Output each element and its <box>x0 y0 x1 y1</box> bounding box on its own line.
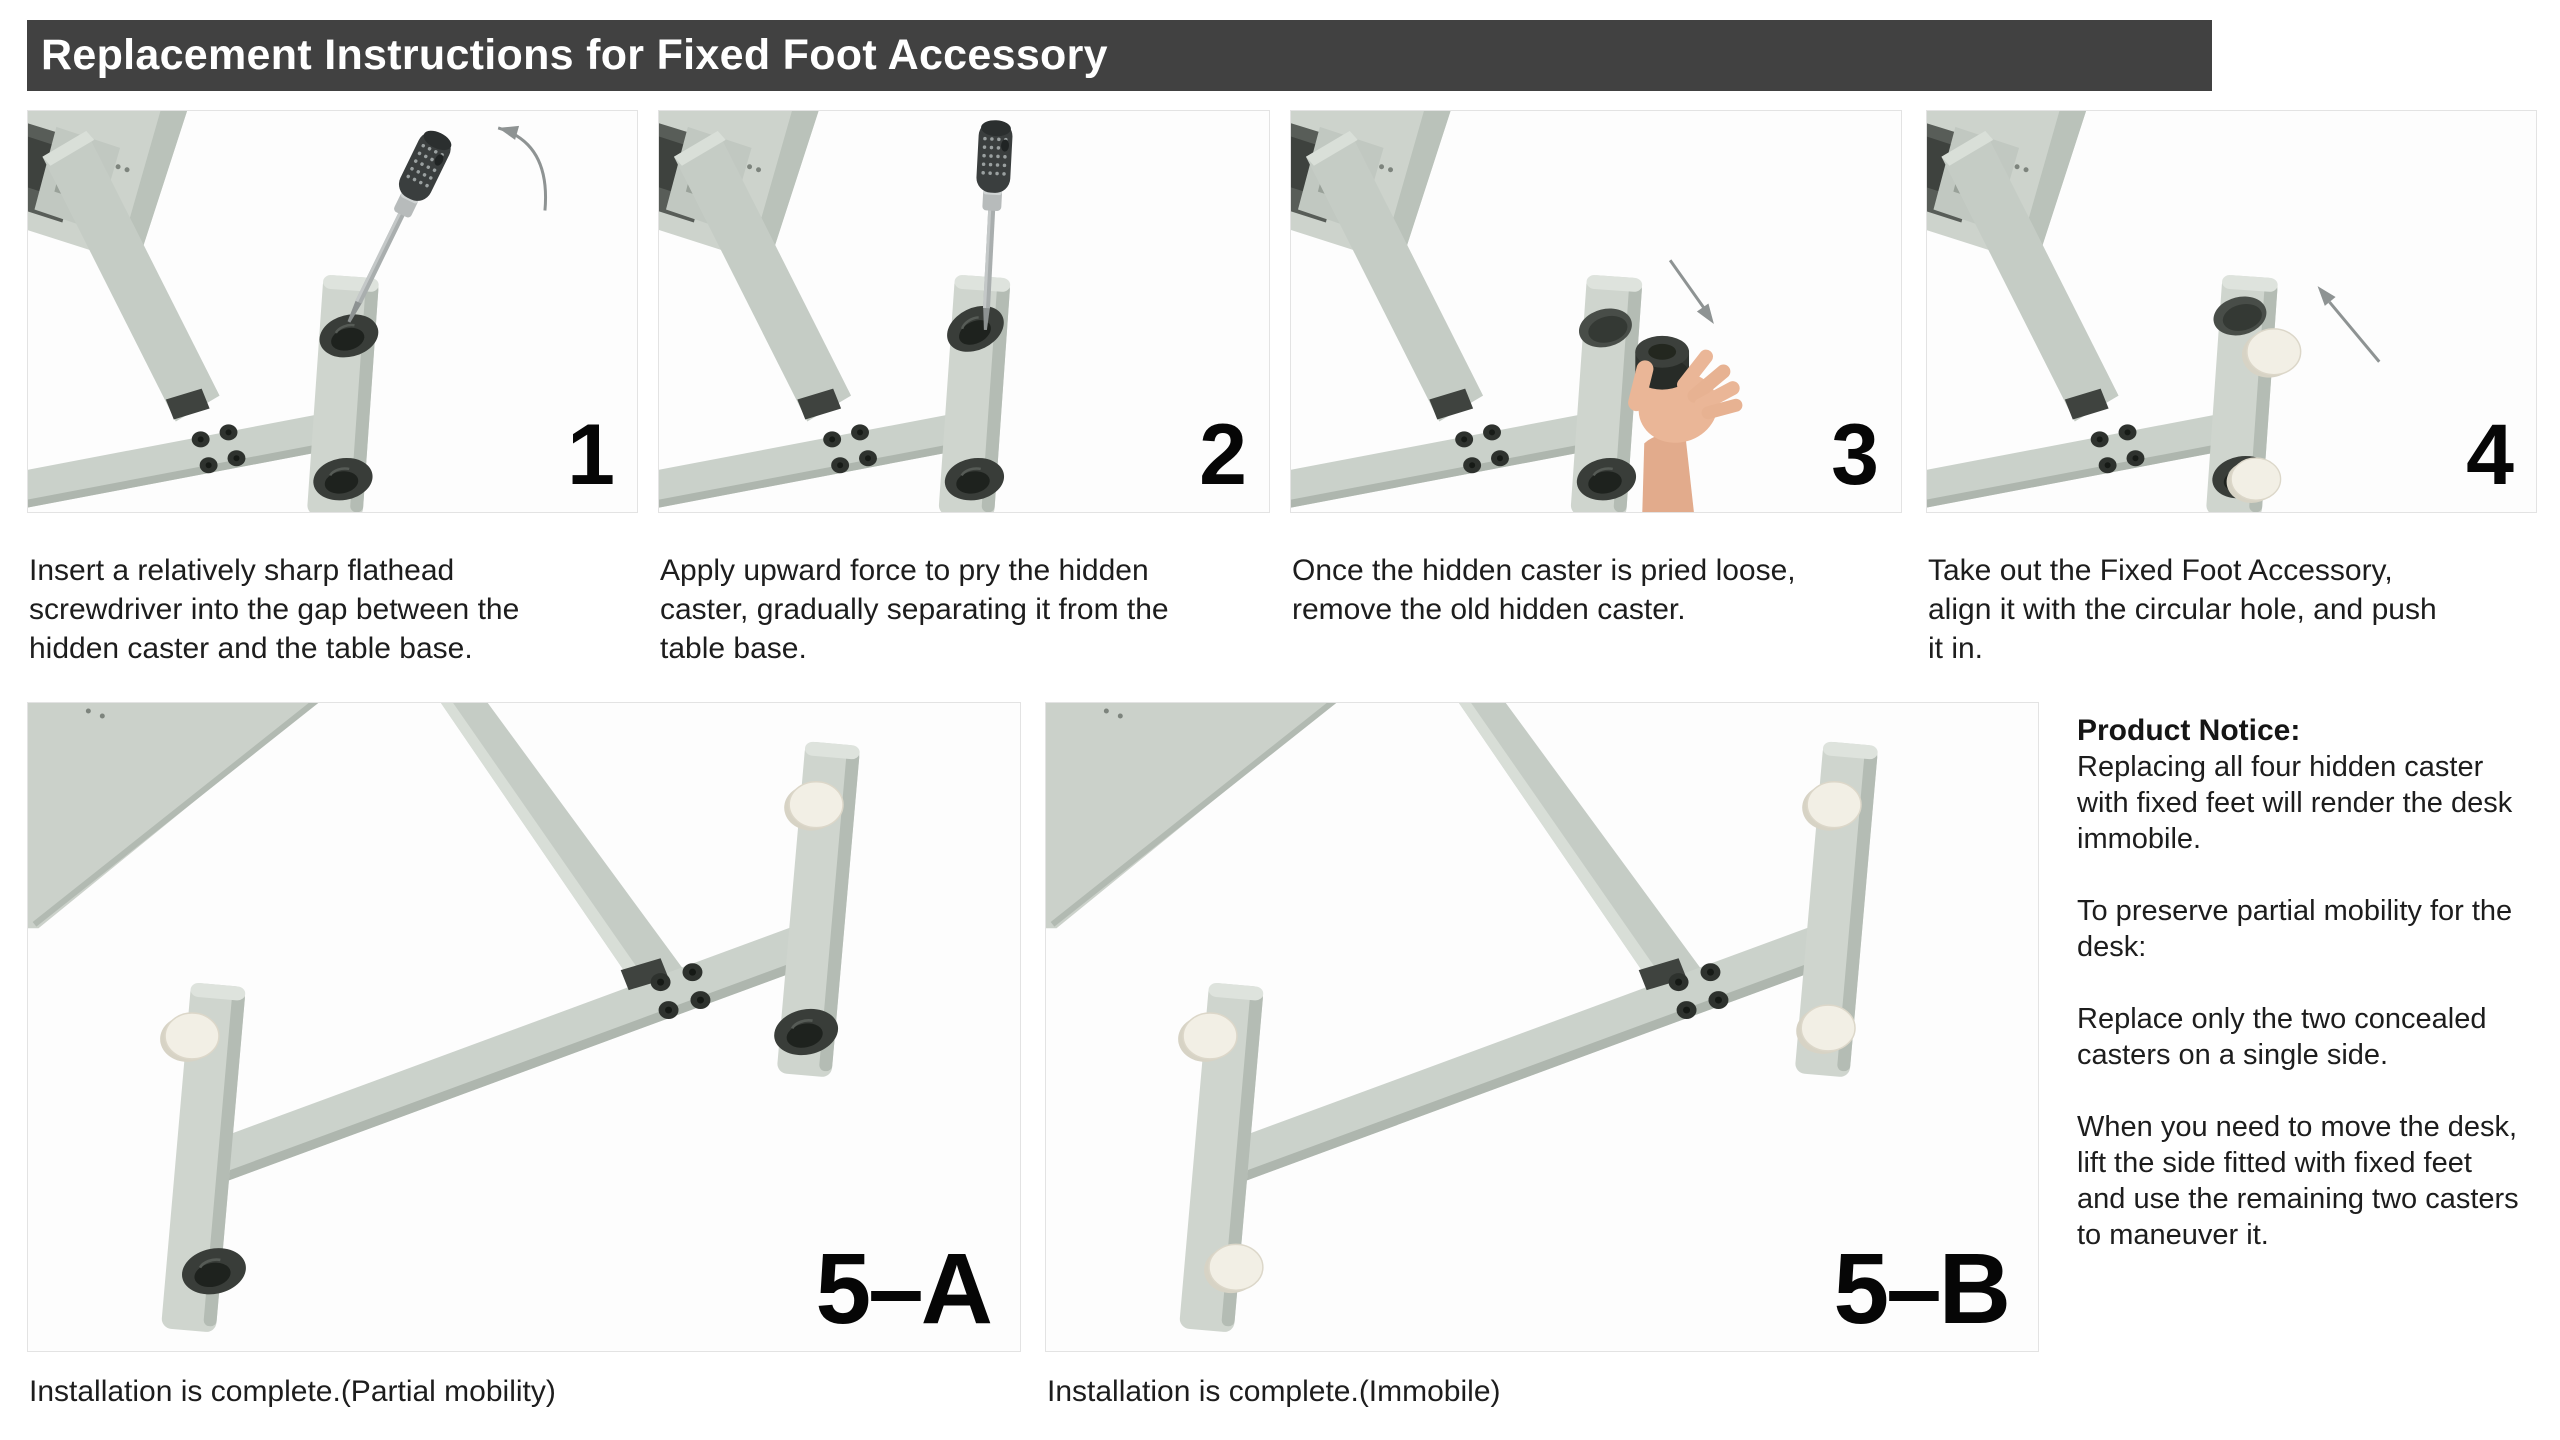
step-panel-2: 2 <box>658 110 1270 513</box>
desk-leg-frame <box>1046 703 1878 1333</box>
step-caption-2: Apply upward force to pry the hidden cas… <box>660 554 1169 665</box>
direction-arrow <box>1668 259 1706 309</box>
curved-arrow-head <box>498 125 520 140</box>
direction-arrow <box>2328 301 2381 363</box>
desk-leg-frame <box>28 703 860 1333</box>
product-notice-paragraph-4: When you need to move the desk, lift the… <box>2077 1111 2519 1251</box>
step-caption-1: Insert a relatively sharp flathead screw… <box>29 554 520 665</box>
desk-leg-frame <box>659 111 1011 512</box>
product-notice-paragraph-1: Replacing all four hidden caster with fi… <box>2077 751 2513 855</box>
step-panel-4: 4 <box>1926 110 2537 513</box>
result-number: 5–A <box>815 1233 993 1345</box>
title-bar: Replacement Instructions for Fixed Foot … <box>27 20 2212 91</box>
product-notice: Product Notice: Replacing all four hidde… <box>2077 712 2519 1253</box>
result-number: 5–B <box>1833 1233 2011 1345</box>
step-caption-3: Once the hidden caster is pried loose, r… <box>1292 554 1796 626</box>
step-caption-4: Take out the Fixed Foot Accessory, align… <box>1928 554 2437 665</box>
result-caption-5b: Installation is complete.(Immobile) <box>1047 1375 1501 1408</box>
page-title: Replacement Instructions for Fixed Foot … <box>41 31 1108 79</box>
step-number: 3 <box>1831 407 1879 503</box>
direction-arrow-head <box>1696 303 1714 324</box>
step-3-illustration <box>1291 111 1743 512</box>
step-2-illustration <box>659 111 1016 512</box>
step-number: 1 <box>567 407 615 503</box>
step-number: 4 <box>2466 407 2514 503</box>
hand <box>1628 335 1743 512</box>
result-panel-5b: 5–B <box>1045 702 2039 1352</box>
product-notice-heading: Product Notice: <box>2077 714 2301 747</box>
result-caption-5a: Installation is complete.(Partial mobili… <box>29 1375 556 1408</box>
curved-arrow <box>497 126 548 211</box>
step-number: 2 <box>1199 407 1247 503</box>
desk-leg-frame <box>1291 111 1643 512</box>
result-panel-5a: 5–A <box>27 702 1021 1352</box>
step-4-illustration <box>1927 111 2381 512</box>
desk-leg-frame <box>28 111 380 512</box>
step-1-illustration <box>28 111 548 512</box>
direction-arrow-head <box>2317 286 2336 306</box>
step-panel-3: 3 <box>1290 110 1902 513</box>
step-panel-1: 1 <box>27 110 638 513</box>
product-notice-paragraph-2: To preserve partial mobility for the des… <box>2077 895 2513 963</box>
product-notice-paragraph-3: Replace only the two concealed casters o… <box>2077 1003 2487 1071</box>
